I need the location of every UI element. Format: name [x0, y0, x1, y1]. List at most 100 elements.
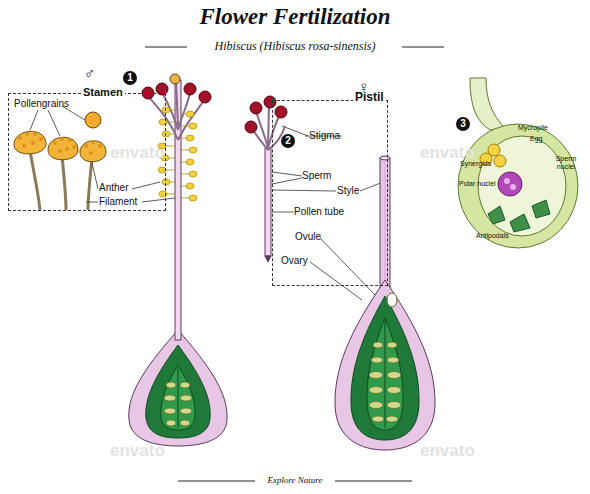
small-pistil-part-part	[245, 121, 257, 133]
ovule-inset-part	[470, 78, 505, 130]
callout-number: 2	[281, 134, 295, 148]
stamen-flower-part-part	[166, 122, 175, 123]
big-pistil-part-part	[387, 372, 401, 379]
callout-circle-part	[123, 71, 137, 85]
stamen-inset-part	[30, 150, 40, 210]
stamen-flower-part-part	[186, 111, 194, 117]
leader-line-part	[310, 262, 362, 300]
stamen-flower-part	[146, 345, 210, 438]
big-pistil-part-part	[387, 402, 401, 409]
stamen-inset-part	[85, 112, 101, 128]
stamen-flower-part-part	[180, 382, 190, 388]
stamen-inset-part-part	[33, 132, 37, 136]
small-pistil-part-part	[268, 114, 280, 148]
stamen-inset-part-part	[25, 132, 29, 136]
leader-line-part	[30, 110, 38, 130]
title-rules-part	[145, 47, 187, 48]
small-pistil-part-part	[275, 106, 287, 118]
ovule-inset-part	[498, 172, 522, 196]
stamen-flower-part	[170, 74, 180, 84]
callout-number: 1	[123, 71, 137, 85]
small-pistil-part	[265, 148, 271, 256]
diagram-title: Flower Fertilization	[145, 4, 445, 30]
stamen-inset-part-part	[22, 144, 26, 148]
part-label: Antipodals	[476, 232, 509, 240]
small-pistil-part-part	[268, 104, 269, 148]
stamen-inset-part-part	[84, 144, 88, 148]
stamen-flower-part-part	[189, 123, 197, 129]
stamen-flower-part	[175, 80, 181, 340]
big-pistil-part-part	[373, 342, 383, 348]
ovule-inset	[458, 78, 578, 248]
stamen-flower-part-part	[164, 395, 176, 401]
watermark: envato	[110, 143, 165, 163]
stamen-inset-part-part	[31, 141, 35, 145]
stamen-flower-part-part	[186, 135, 194, 141]
title-rules-part	[178, 481, 255, 482]
part-label: Sperm	[302, 170, 331, 182]
group-heading: Pistil	[353, 91, 386, 104]
leader-line-part	[320, 238, 376, 296]
part-label: Polar nuclei	[459, 180, 496, 188]
diagram-caption: Explore Nature	[245, 475, 345, 485]
stamen-inset-part-part	[60, 137, 64, 141]
stamen-inset-part-part	[65, 147, 69, 151]
stamen-flower-part	[129, 330, 227, 446]
stamen-flower-part-part	[180, 395, 192, 401]
ovule-inset-part-part	[488, 144, 500, 156]
big-pistil-part-part	[369, 402, 383, 409]
big-pistil-part-part	[369, 372, 383, 379]
small-pistil-part-part	[250, 102, 262, 114]
stamen-flower-part-part	[162, 131, 170, 137]
stamen-flower-part-part	[166, 194, 175, 195]
big-pistil-part	[385, 320, 386, 428]
callout-circle-part	[456, 117, 470, 131]
stamen-flower-part-part	[162, 179, 170, 185]
small-pistil	[245, 96, 287, 262]
leader-line-part	[272, 190, 336, 191]
big-pistil-part-part	[369, 387, 383, 394]
stamen-flower-part-part	[176, 82, 178, 125]
leader-line-part	[86, 202, 98, 203]
part-label: Ovary	[281, 255, 308, 267]
ovule-inset-part	[458, 124, 578, 248]
watermark: envato	[420, 143, 475, 163]
stamen-inset-part-part	[58, 149, 62, 153]
ovule-inset-part-part	[510, 214, 530, 232]
callout-number: 3	[456, 117, 470, 131]
stamen-inset-part-part	[72, 145, 76, 149]
big-pistil-part	[387, 293, 397, 307]
part-label: Anther	[99, 182, 128, 194]
stamen-flower-part-part	[165, 170, 175, 171]
ovule-inset-part-part	[494, 155, 506, 167]
stamen-flower-part-part	[180, 408, 192, 414]
stamen-flower-part-part	[199, 91, 211, 103]
stamen-inset-part-part	[68, 138, 72, 142]
small-pistil-part	[265, 256, 271, 262]
ovule-inset-part	[504, 178, 510, 184]
big-pistil-part	[351, 296, 419, 440]
part-label: Stigma	[309, 130, 340, 142]
leader-line-part	[142, 198, 175, 202]
stamen-inset-part-part	[91, 140, 95, 144]
stamen-inset-part	[48, 137, 78, 160]
ovule-inset-part	[488, 200, 550, 232]
stamen-flower-part-part	[162, 107, 170, 113]
big-pistil-part-part	[372, 416, 384, 422]
stamen-inset-part	[80, 141, 106, 162]
part-label: Egg	[530, 135, 542, 143]
stamen-inset-part-part	[98, 144, 102, 148]
big-pistil-part-part	[387, 387, 401, 394]
big-pistil-part-part	[387, 342, 397, 348]
stamen-flower-part-part	[178, 100, 204, 140]
part-label: Sperm nuclei	[551, 155, 581, 171]
big-pistil-part	[369, 342, 401, 422]
callout-circle	[123, 71, 470, 148]
leader-line-part	[92, 163, 98, 189]
stamen-inset-part-part	[39, 137, 43, 141]
stamen-flower-part	[161, 365, 195, 430]
watermark: envato	[110, 441, 165, 461]
stamen-flower-part-part	[180, 420, 190, 426]
big-pistil-part-part	[386, 416, 398, 422]
leader-line-part	[132, 182, 160, 189]
